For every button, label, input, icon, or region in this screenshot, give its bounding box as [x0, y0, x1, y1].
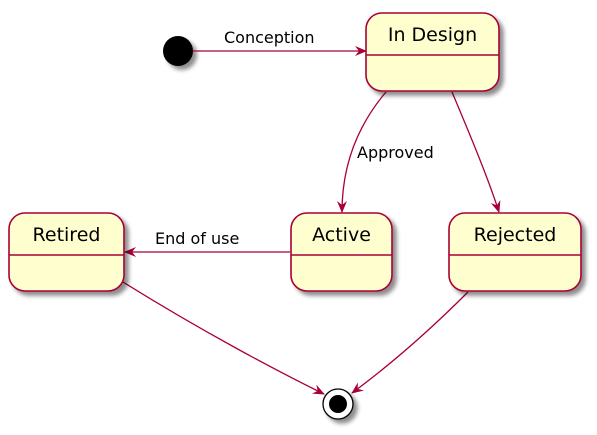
state-in-design: In Design	[365, 12, 500, 92]
transition-retired-to-end-arrow	[122, 281, 325, 395]
state-retired-label: Retired	[33, 224, 101, 246]
state-rejected-label: Rejected	[474, 224, 557, 246]
transition-end-of-use-label: End of use	[155, 229, 239, 248]
transition-conception-label: Conception	[224, 28, 315, 47]
transition-approved-label: Approved	[357, 143, 434, 162]
transition-approved-arrow	[337, 91, 387, 213]
state-active: Active	[290, 212, 393, 292]
state-rejected: Rejected	[448, 212, 582, 292]
start-node	[163, 36, 193, 66]
transition-rejected-to-end-arrow	[351, 291, 469, 394]
state-retired: Retired	[8, 212, 125, 292]
state-in-design-label: In Design	[388, 24, 477, 46]
transition-rejected-arrow	[451, 91, 501, 213]
state-active-label: Active	[312, 224, 371, 246]
end-node	[322, 388, 354, 420]
